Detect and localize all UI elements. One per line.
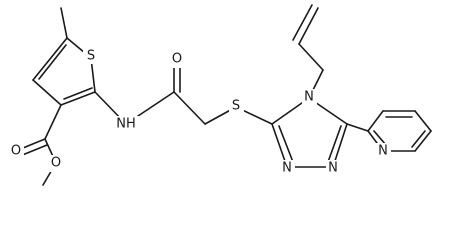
atom-s-thiophene: S	[83, 47, 98, 64]
svg-text:N: N	[304, 90, 314, 105]
bond	[298, 43, 324, 71]
bond	[332, 123, 348, 168]
atom-n1-triazole: N	[326, 160, 341, 177]
bond	[278, 125, 294, 163]
bond	[367, 110, 384, 132]
bond	[19, 144, 48, 157]
bond	[60, 91, 96, 106]
bond	[271, 123, 288, 168]
molecule-drawing: S NH O S N N N N	[9, 4, 432, 186]
svg-text:NH: NH	[116, 117, 136, 132]
bond	[414, 110, 432, 132]
bond	[32, 37, 68, 81]
bond	[292, 4, 313, 41]
bonds	[17, 4, 432, 186]
atom-n2-triazole: N	[280, 160, 295, 177]
structure-diagram: S NH O S N N N N	[9, 4, 432, 186]
svg-text:S: S	[232, 99, 240, 114]
bond	[411, 130, 426, 148]
atom-labels: S NH O S N N N N	[9, 47, 391, 177]
svg-text:N: N	[378, 144, 388, 159]
bond	[373, 130, 387, 146]
atom-o-ester: O	[49, 155, 64, 172]
svg-text:O: O	[11, 144, 21, 159]
bond	[60, 7, 68, 39]
bond	[44, 104, 62, 140]
atom-o-carbonyl: O	[9, 143, 24, 160]
bond	[173, 91, 206, 125]
bond	[63, 87, 93, 100]
svg-text:N: N	[282, 161, 292, 176]
bond	[38, 44, 67, 80]
atom-n4-triazole: N	[302, 89, 317, 106]
atom-nh: NH	[113, 116, 139, 133]
bond	[346, 123, 369, 132]
bond	[414, 130, 432, 152]
atom-o-amide: O	[170, 51, 185, 68]
svg-text:O: O	[51, 156, 61, 171]
atom-n-pyridine: N	[376, 143, 391, 160]
bond	[32, 79, 62, 106]
atom-s-link: S	[229, 98, 244, 115]
svg-text:S: S	[87, 49, 95, 64]
bond	[327, 125, 342, 163]
bond	[298, 7, 319, 45]
svg-text:O: O	[172, 52, 182, 67]
svg-text:N: N	[328, 161, 338, 176]
